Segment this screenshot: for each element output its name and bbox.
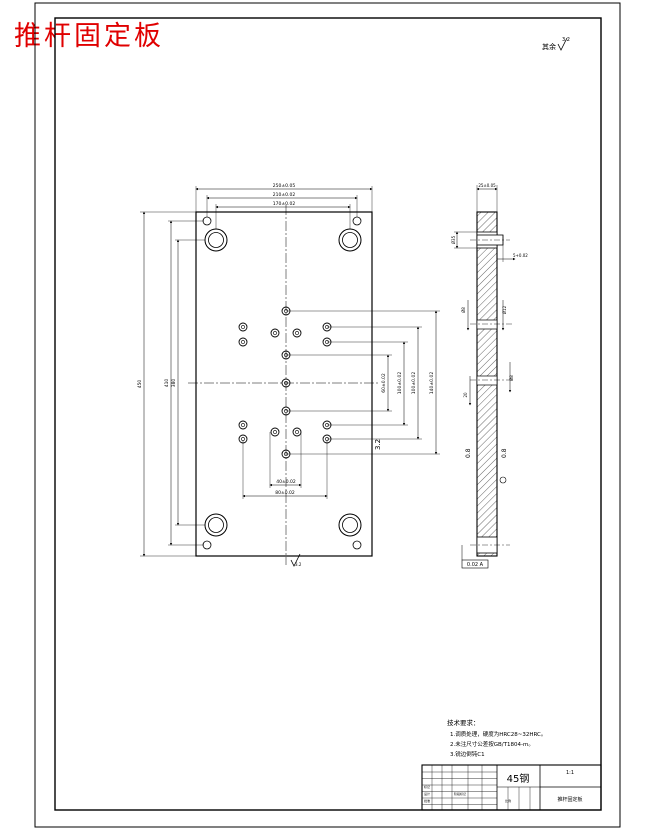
dim-overall-width: 250±0.05 xyxy=(273,183,296,189)
tech-item-3: 3.锐边倒钝C1 xyxy=(450,750,485,758)
material-cell: 45钢 xyxy=(507,772,530,785)
dim-hole-depth: 20 xyxy=(463,392,468,398)
dim-inner-height-2: 380 xyxy=(171,379,177,388)
dim-inner-width-1: 210±0.02 xyxy=(273,192,296,198)
tech-item-1: 1.调质处理，硬度为HRC28~32HRC。 xyxy=(450,730,546,738)
left-dimensions: 450 410 380 xyxy=(137,211,205,557)
svg-text:3.2: 3.2 xyxy=(295,562,302,567)
dim-overall-height: 450 xyxy=(137,380,143,389)
dim-center-y-3: 140±0.02 xyxy=(429,372,435,395)
flatness-value: 0.02 A xyxy=(467,562,484,568)
ejector-hole-outer xyxy=(238,337,248,347)
ejector-hole-outer xyxy=(292,427,302,437)
tb-label-approve: 批准 xyxy=(424,798,430,803)
tech-item-2: 2.未注尺寸公差按GB/T1804-m。 xyxy=(450,740,534,748)
dim-center-y-2b: 100±0.02 xyxy=(411,372,417,395)
ejector-hole-inner xyxy=(241,423,245,427)
roughness-value: 3.2 xyxy=(562,37,570,43)
sheet-outer-frame xyxy=(34,2,621,828)
sheet-border xyxy=(54,17,602,811)
roughness-bottom: 3.2 xyxy=(290,553,302,567)
dim-bottom-width-1: 40±0.02 xyxy=(276,479,296,485)
dim-counterbore-depth: 5+0.02 xyxy=(513,253,528,258)
ejector-hole-inner xyxy=(273,430,277,434)
svg-text:其余: 其余 xyxy=(542,42,556,51)
ejector-hole-outer xyxy=(238,420,248,430)
dim-small-dia-2: Ø8 xyxy=(509,375,514,381)
front-view: 250±0.05 210±0.02 170±0.02 450 410 xyxy=(137,183,440,567)
ejector-hole-outer xyxy=(270,427,280,437)
part-name-cell: 推杆固定板 xyxy=(557,796,582,803)
dim-center-y-1: 60±0.02 xyxy=(381,373,387,393)
bottom-dimensions: 40±0.02 80±0.02 xyxy=(242,432,328,499)
dim-small-dia: Ø8 xyxy=(461,307,466,313)
tb-label-stage: 阶段标记 xyxy=(454,791,466,796)
top-dimensions: 250±0.05 210±0.02 170±0.02 xyxy=(195,183,373,229)
scale-cell: 1:1 xyxy=(566,770,574,776)
ejector-hole-outer xyxy=(292,328,302,338)
plate-outline xyxy=(195,211,373,557)
roughness-section-right: 0.8 xyxy=(501,448,508,458)
title-block: 45钢 1:1 推杆固定板 标记 设计 批准 阶段标记 比例 xyxy=(421,764,602,811)
dim-inner-height-1: 410 xyxy=(164,379,170,388)
tech-requirements: 技术要求： 1.调质处理，硬度为HRC28~32HRC。 2.未注尺寸公差按GB… xyxy=(447,718,546,758)
roughness-section-left: 0.8 xyxy=(465,448,472,458)
section-view: 25±0.05 Ø35 5+0.02 Ø8 Ø12 20 Ø8 0.8 0.8 xyxy=(451,183,528,569)
tb-label-mark: 标记 xyxy=(424,784,430,789)
ejector-hole-outer xyxy=(270,328,280,338)
dim-center-y-2: 100±0.02 xyxy=(397,372,403,395)
tech-heading: 技术要求： xyxy=(447,718,480,727)
dim-bottom-width-2: 80±0.02 xyxy=(275,490,295,496)
general-roughness-symbol: 其余 3.2 xyxy=(542,37,570,51)
dim-small-head: Ø12 xyxy=(502,305,507,314)
ejector-hole-inner xyxy=(273,331,277,335)
dim-inner-width-2: 170±0.02 xyxy=(273,201,296,207)
ejector-hole-outer xyxy=(281,378,291,388)
ejector-holes xyxy=(238,306,332,459)
ejector-hole-inner xyxy=(284,381,288,385)
right-dimensions: 140±0.02 100±0.02 100±0.02 60±0.02 3.2 xyxy=(286,310,440,455)
tb-label-design: 设计 xyxy=(424,791,430,796)
ejector-hole-inner xyxy=(241,325,245,329)
roughness-front: 3.2 xyxy=(374,439,382,450)
ejector-hole-inner xyxy=(295,331,299,335)
ejector-hole-inner xyxy=(295,430,299,434)
ejector-hole-outer xyxy=(238,322,248,332)
ejector-hole-inner xyxy=(241,340,245,344)
dim-counterbore-dia: Ø35 xyxy=(451,235,456,244)
tb-label-ratio: 比例 xyxy=(505,798,511,803)
dim-thickness: 25±0.05 xyxy=(478,183,496,188)
drawing-title: 推杆固定板 xyxy=(14,21,164,52)
flatness-frame xyxy=(461,559,489,569)
